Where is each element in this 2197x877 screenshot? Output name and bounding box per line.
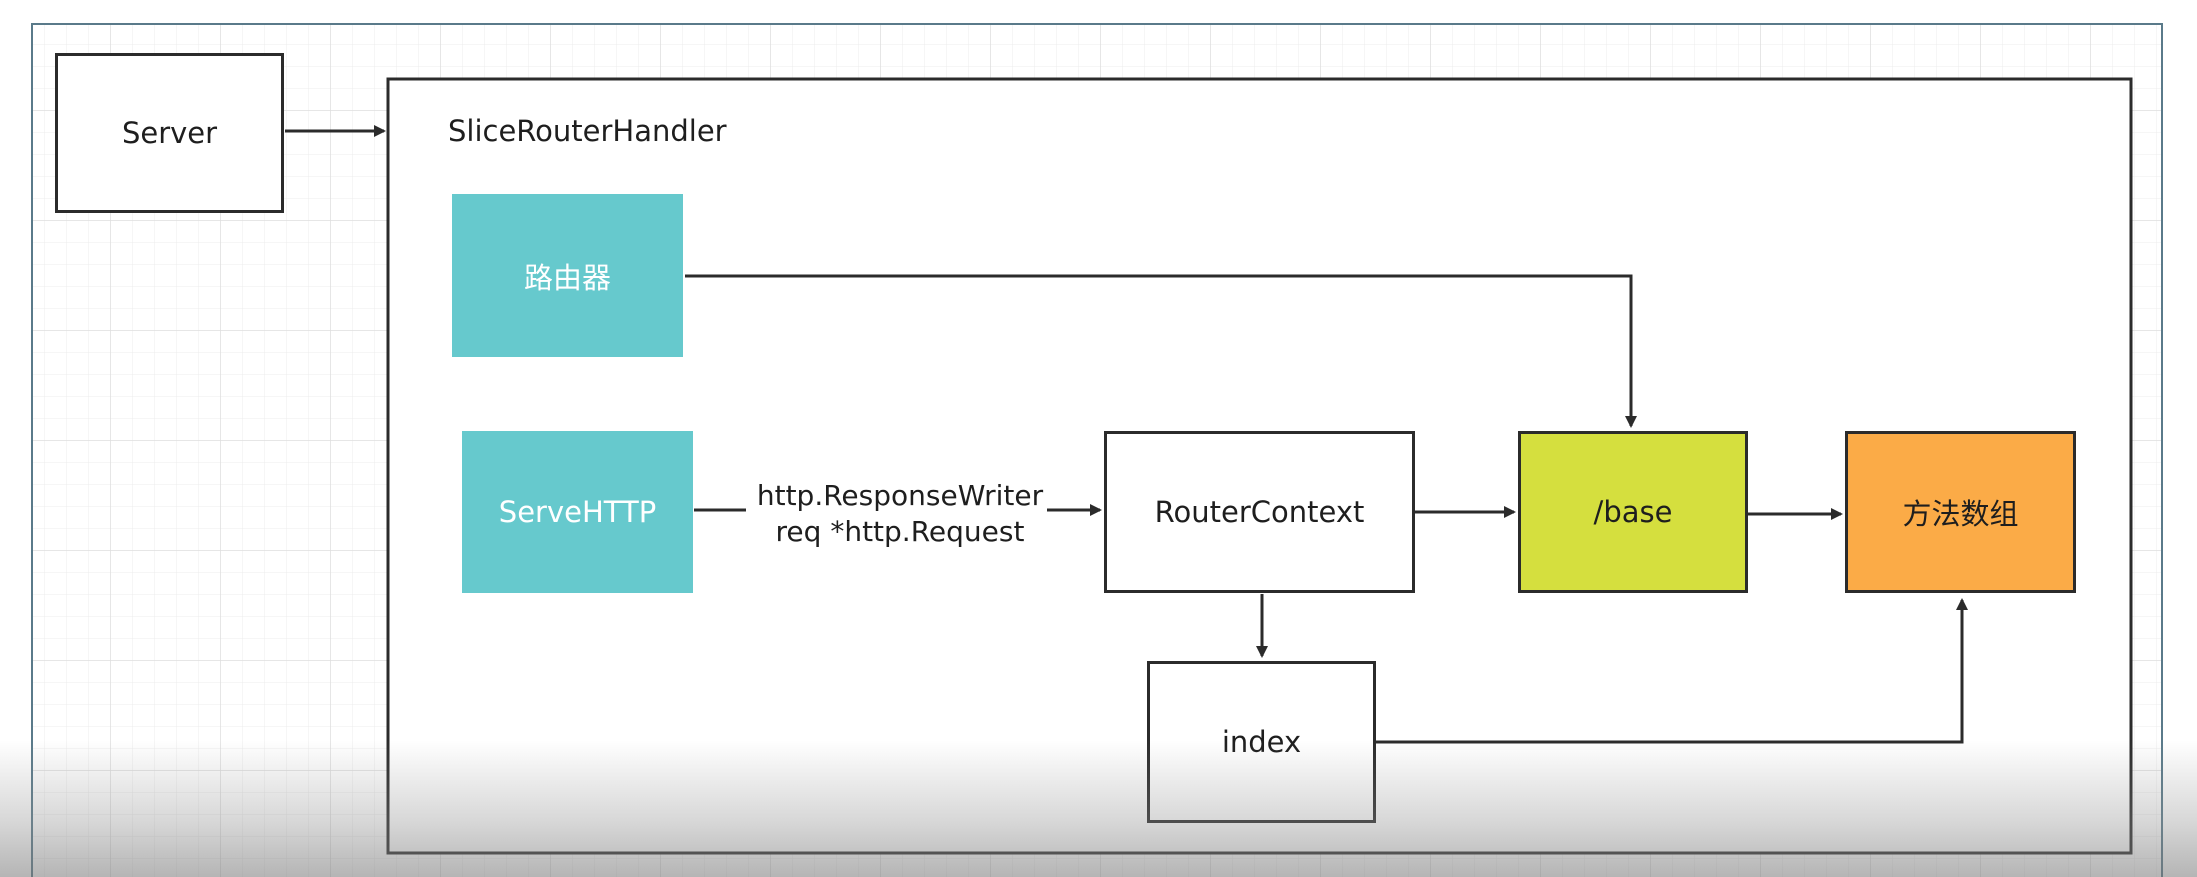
servehttp-label: ServeHTTP [498,495,657,529]
container-title: SliceRouterHandler [448,114,727,148]
index-label: index [1221,725,1302,759]
request-params-line2: req *http.Request [775,515,1025,548]
router-label: 路由器 [523,260,611,295]
method-array-label: 方法数组 [1902,497,2019,531]
base-label: /base [1593,495,1673,529]
router-context-label: RouterContext [1154,495,1365,529]
request-params-label: http.ResponseWriter req *http.Request [750,478,1050,550]
base-node: /base [1518,431,1748,593]
canvas-frame [31,23,2163,877]
server-node: Server [55,53,284,213]
router-node: 路由器 [452,194,683,357]
index-node: index [1147,661,1376,823]
request-params-line1: http.ResponseWriter [756,479,1044,512]
method-array-node: 方法数组 [1845,431,2076,593]
edge-router-to-base [685,274,1637,428]
router-context-node: RouterContext [1104,431,1415,593]
servehttp-node: ServeHTTP [462,431,693,593]
server-label: Server [121,116,218,150]
